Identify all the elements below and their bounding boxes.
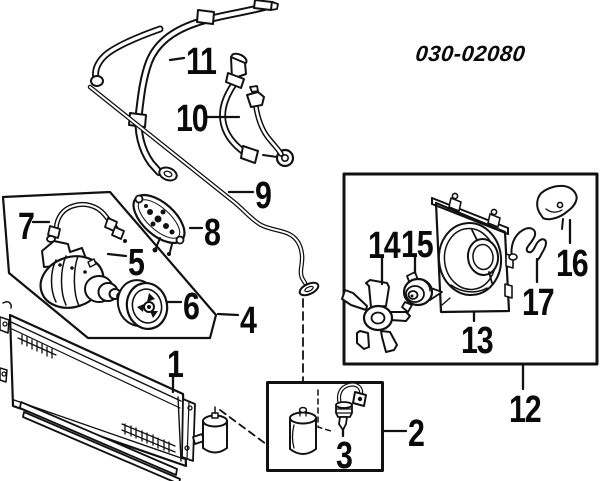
gasket-plate-drawing xyxy=(132,193,186,256)
clutch-pulley-drawing xyxy=(116,279,169,330)
fan-blade-drawing xyxy=(341,279,411,353)
fan-assembly-box xyxy=(341,172,599,366)
part-label-2: 2 xyxy=(408,413,425,455)
fan-motor-drawing xyxy=(401,271,443,313)
condenser-fins-upper xyxy=(17,334,57,359)
part-label-17: 17 xyxy=(522,282,555,324)
part-label-13: 13 xyxy=(461,320,494,362)
bracket-17-drawing xyxy=(508,227,547,262)
bracket-16-drawing xyxy=(536,184,578,230)
pressure-switch-drawing xyxy=(335,382,367,431)
drier-kit-box xyxy=(266,381,384,472)
fan-shroud-drawing xyxy=(431,192,514,314)
part-label-5: 5 xyxy=(128,242,145,284)
part-label-1: 1 xyxy=(167,344,184,386)
assembly-dashed-links xyxy=(219,298,332,445)
pipe-9-drawing xyxy=(87,84,320,297)
part-label-10: 10 xyxy=(176,98,209,140)
condenser-fins-lower xyxy=(121,423,176,453)
compressor-group-outline xyxy=(1,190,218,340)
hose-10-drawing xyxy=(219,52,295,168)
hose-11-drawing xyxy=(90,0,279,182)
diagram-code: 030-02080 xyxy=(414,41,527,66)
part-label-6: 6 xyxy=(183,286,200,328)
part-label-14: 14 xyxy=(368,225,401,267)
part-label-16: 16 xyxy=(556,243,589,285)
receiver-drier-drawing xyxy=(289,406,317,455)
part-label-12: 12 xyxy=(509,389,542,431)
part-label-4: 4 xyxy=(240,300,257,342)
part-label-3: 3 xyxy=(336,435,353,477)
part-label-8: 8 xyxy=(204,212,221,254)
leader-lines xyxy=(31,56,572,438)
part-label-7: 7 xyxy=(18,206,35,248)
part-label-15: 15 xyxy=(401,224,434,266)
compressor-drawing xyxy=(39,240,124,309)
part-label-11: 11 xyxy=(186,41,217,83)
part-label-9: 9 xyxy=(255,175,272,217)
condenser-drawing xyxy=(0,301,228,481)
hose-7-drawing xyxy=(46,201,127,243)
